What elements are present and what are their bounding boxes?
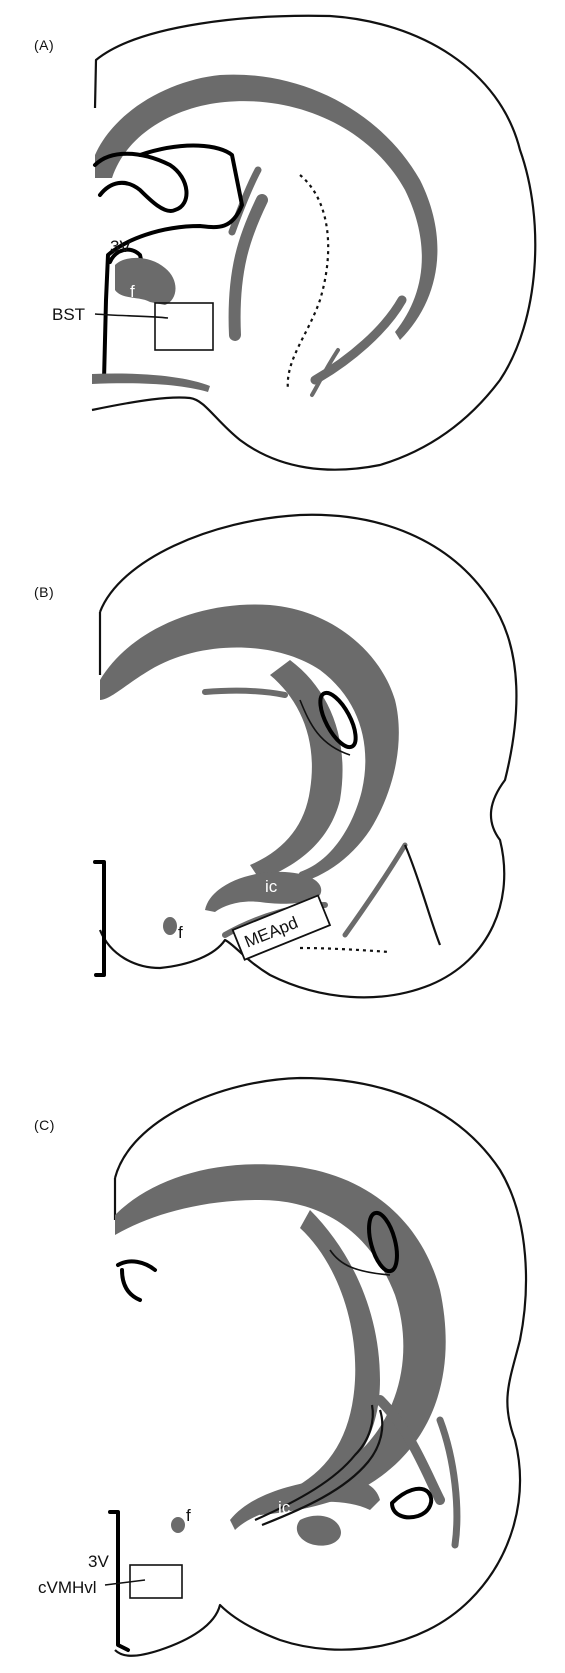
- panel-b-dotted-boundary: [300, 948, 390, 952]
- panel-c-label: (C): [34, 1117, 55, 1133]
- panel-c-ventral-patch: [297, 1516, 341, 1546]
- panel-c-amygdala-contour: [392, 1489, 431, 1518]
- panel-c-ic-label: ic: [278, 1498, 291, 1517]
- panel-c: (C) 3V ic f cVMHvl: [34, 1078, 526, 1656]
- panel-a-3v-label: 3V: [110, 237, 131, 256]
- panel-a-brain-outline: [92, 16, 535, 470]
- panel-b-meapd-box: MEApd: [233, 896, 330, 960]
- panel-b-fornix-label: f: [178, 923, 183, 942]
- panel-a-dotted-boundary: [288, 175, 328, 390]
- panel-c-brain-outline: [115, 1078, 526, 1656]
- panel-c-cvmhvl-leader: [105, 1580, 145, 1585]
- panel-b-amygdala-boundary: [405, 845, 440, 945]
- panel-c-lateral-strand: [440, 1420, 457, 1545]
- panel-b-label: (B): [34, 584, 54, 600]
- panel-c-fornix-label: f: [186, 1506, 191, 1525]
- panel-a-label: (A): [34, 37, 54, 53]
- panel-a-bst-label: BST: [52, 305, 85, 324]
- panel-a: (A) 3V f BST: [34, 16, 535, 470]
- panel-c-dorsal-hook: [118, 1261, 155, 1300]
- panel-c-corpus-callosum: [115, 1164, 446, 1515]
- panel-c-midline: [110, 1512, 128, 1650]
- panel-a-fornix-area: [115, 258, 176, 305]
- panel-c-3v-label: 3V: [88, 1552, 109, 1571]
- panel-b-dorsal-strand: [205, 691, 285, 695]
- panel-b-midline: [95, 862, 104, 975]
- panel-b-ic-label: ic: [265, 877, 278, 896]
- panel-b: (B) MEApd ic f: [34, 515, 516, 998]
- panel-a-bst-box: [155, 303, 213, 350]
- panel-b-lateral-strand: [345, 845, 405, 935]
- panel-c-cvmhvl-label: cVMHvl: [38, 1578, 97, 1597]
- panel-b-fornix-dot: [163, 917, 177, 935]
- panel-a-ventral-band: [92, 374, 210, 393]
- panel-a-fornix-label: f: [130, 282, 135, 301]
- panel-c-fornix-dot: [171, 1517, 185, 1533]
